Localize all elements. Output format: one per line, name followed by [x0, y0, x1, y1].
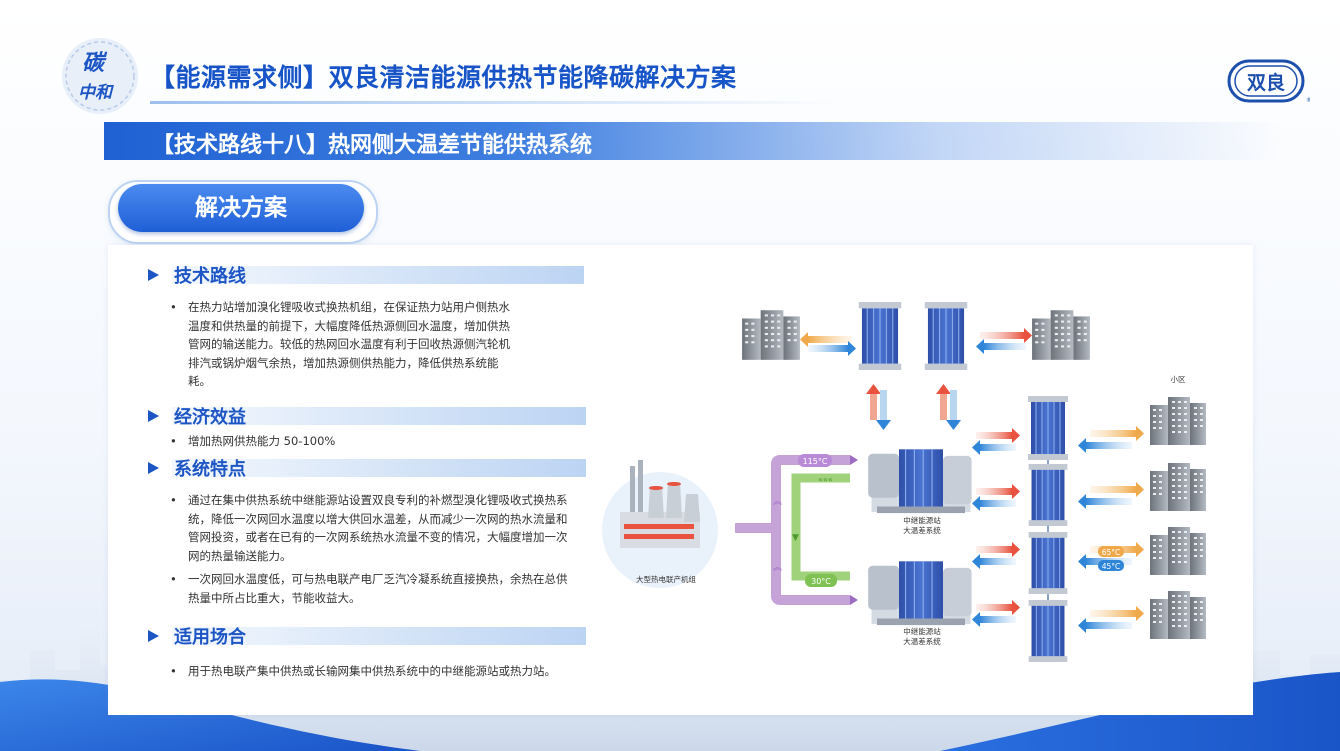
svg-text:30°C: 30°C	[811, 577, 831, 586]
svg-text:中继能源站: 中继能源站	[903, 515, 941, 525]
triangle-bullet-icon	[148, 410, 159, 422]
title-underline	[150, 101, 840, 104]
triangle-bullet-icon	[148, 462, 159, 474]
list-item: • 增加热网供热能力 50-100%	[170, 432, 574, 451]
section-heading-label: 系统特点	[174, 459, 246, 480]
svg-text:大型热电联产机组: 大型热电联产机组	[636, 574, 696, 584]
decorative-wave-left	[0, 679, 420, 751]
svg-text:中继能源站: 中继能源站	[903, 626, 941, 636]
svg-text:碳: 碳	[82, 50, 108, 76]
shuangliang-brand-logo: 双良 ®	[1227, 59, 1310, 104]
triangle-bullet-icon	[148, 269, 159, 281]
bullet-dot-icon: •	[170, 664, 177, 678]
svg-text:︽: ︽	[773, 563, 782, 573]
list-item: • 用于热电联产集中供热或长输网集中供热系统中的中继能源站或热力站。	[170, 662, 574, 681]
svg-text:︽: ︽	[773, 497, 782, 507]
svg-text:大温差系统: 大温差系统	[903, 525, 941, 535]
section-heading-label: 技术路线	[174, 266, 246, 287]
bullet-dot-icon: •	[170, 434, 177, 448]
page-title: 【能源需求侧】双良清洁能源供热节能降碳解决方案	[150, 63, 737, 92]
subheader-bar	[104, 122, 1284, 160]
svg-text:小区: 小区	[1171, 375, 1187, 384]
list-item: • 在热力站增加溴化锂吸收式换热机组，在保证热力站用户侧热水温度和供热量的前提下…	[170, 300, 510, 388]
list-item: • 一次网回水温度低，可与热电联产电厂乏汽冷凝系统直接换热，余热在总供热量中所占…	[170, 572, 568, 605]
svg-text:大温差系统: 大温差系统	[903, 636, 941, 646]
list-item: • 通过在集中供热系统中继能源站设置双良专利的补燃型溴化锂吸收式换热系统，降低一…	[170, 493, 568, 563]
bullet-dot-icon: •	[170, 300, 177, 314]
svg-text:®: ®	[1306, 97, 1310, 104]
carbon-neutral-logo: 碳 中和	[62, 38, 138, 114]
svg-text:45°C: 45°C	[1102, 562, 1121, 571]
svg-text:65°C: 65°C	[1102, 548, 1121, 557]
svg-text:«««: «««	[818, 475, 833, 484]
subheader-title: 【技术路线十八】热网侧大温差节能供热系统	[152, 133, 593, 158]
triangle-bullet-icon	[148, 630, 159, 642]
bullet-dot-icon: •	[170, 572, 177, 586]
bullet-dot-icon: •	[170, 493, 177, 507]
svg-text:中和: 中和	[78, 83, 114, 103]
svg-text:双良: 双良	[1247, 71, 1285, 94]
svg-text:115°C: 115°C	[803, 457, 828, 466]
solution-badge-label: 解决方案	[195, 195, 287, 221]
svg-text:▼: ▼	[792, 533, 799, 543]
heating-system-diagram: ««« ︽ ︽ ▼ 115°C 30°C 大型热电联产机组 中继能源站 大温差系…	[602, 302, 1206, 662]
solution-badge	[118, 184, 364, 232]
section-heading-label: 经济效益	[174, 407, 246, 428]
section-heading-label: 适用场合	[174, 627, 246, 648]
